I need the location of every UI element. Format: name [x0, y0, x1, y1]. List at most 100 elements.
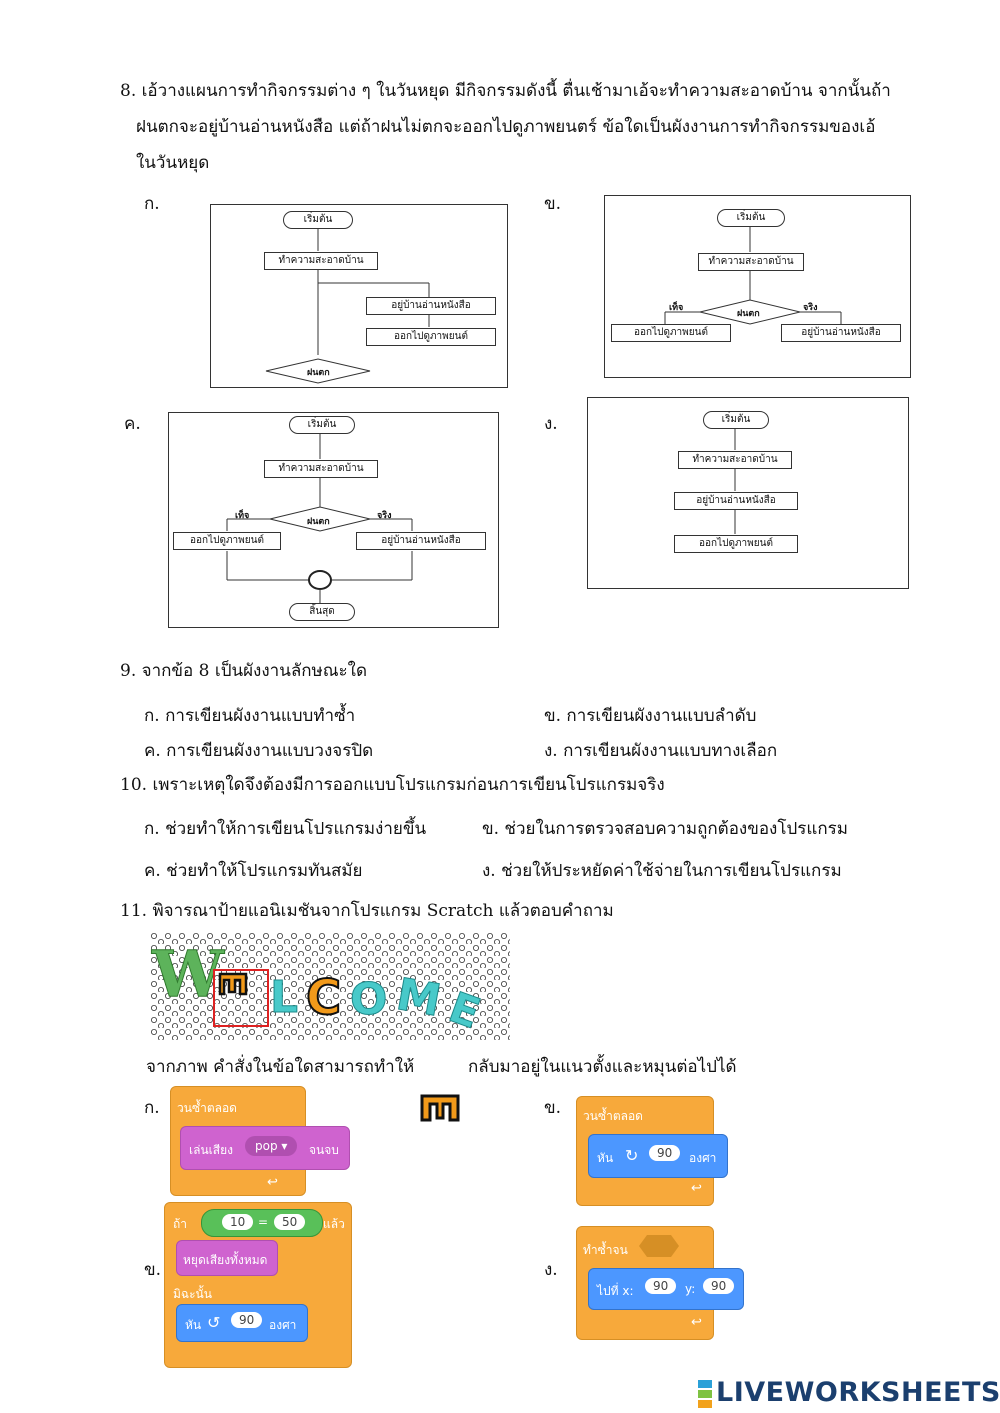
y-label: y: [685, 1282, 696, 1296]
go-to-xy-block[interactable]: ไปที่ x: 90 y: 90 [588, 1268, 744, 1310]
q8-label-c: ค. [124, 414, 141, 434]
q8-line1: 8. เอ้วางแผนการทำกิจกรรมต่าง ๆ ในวันหยุด… [120, 81, 891, 101]
fcb-true: จริง [803, 303, 818, 313]
footer-brand[interactable]: LIVEWORKSHEETS [716, 1377, 1000, 1408]
block-a-forever: วนซ้ำตลอด [177, 1101, 237, 1115]
flowchart-b-lines [664, 226, 842, 325]
liveworksheets-mark-icon [698, 1380, 712, 1408]
turn-right-block[interactable]: หัน ↻ 90 องศา [588, 1134, 728, 1178]
flowchart-d[interactable]: เริ่มต้น ทำความสะอาดบ้าน อยู่บ้านอ่านหนั… [587, 397, 909, 589]
q9-option-b[interactable]: ข. การเขียนผังงานแบบลำดับ [544, 706, 757, 726]
sprite-e-rotated [218, 972, 248, 996]
flowchart-a[interactable]: เริ่มต้น ทำความสะอาดบ้าน อยู่บ้านอ่านหนั… [210, 204, 508, 388]
fcb-rain: ฝนตก [737, 309, 760, 319]
loop-arrow-icon: ↩ [691, 1315, 702, 1330]
q10-option-c[interactable]: ค. ช่วยทำให้โปรแกรมทันสมัย [144, 861, 363, 881]
degrees-unit: องศา [269, 1318, 297, 1332]
fcb-read: อยู่บ้านอ่านหนังสือ [781, 324, 901, 342]
fcc-end: สิ้นสุด [289, 603, 355, 621]
fcc-clean: ทำความสะอาดบ้าน [264, 460, 378, 478]
turn-label: หัน [185, 1318, 202, 1332]
welcome-banner: W L C O M E [150, 932, 510, 1040]
degrees-unit: องศา [689, 1151, 717, 1165]
degrees-input[interactable]: 90 [231, 1312, 263, 1328]
q11-label-c: ข. [144, 1260, 162, 1280]
flowchart-b[interactable]: เริ่มต้น ทำความสะอาดบ้าน ฝนตก เท็จ จริง … [604, 195, 911, 378]
sprite-e-icon [420, 1094, 460, 1122]
q11-label-d: ง. [544, 1260, 558, 1280]
empty-condition-slot[interactable] [637, 1233, 681, 1259]
turn-left-block[interactable]: หัน ↺ 90 องศา [176, 1304, 308, 1342]
fca-movie: ออกไปดูภาพยนต์ [366, 328, 496, 346]
until-done-label: จนจบ [309, 1143, 339, 1157]
q8-line2: ฝนตกจะอยู่บ้านอ่านหนังสือ แต่ถ้าฝนไม่ตกจ… [136, 117, 876, 137]
q9-option-a[interactable]: ก. การเขียนผังงานแบบทำซ้ำ [144, 706, 356, 726]
flowchart-c[interactable]: เริ่มต้น ทำความสะอาดบ้าน ฝนตก เท็จ จริง … [168, 412, 499, 628]
scratch-block-c[interactable]: ถ้า 10 = 50 แล้ว มิฉะนั้น [164, 1202, 352, 1368]
fca-rain: ฝนตก [307, 368, 330, 378]
q9-question: 9. จากข้อ 8 เป็นผังงานลักษณะใด [120, 661, 367, 681]
fcc-rain: ฝนตก [307, 517, 330, 527]
sound-dropdown[interactable]: pop ▾ [245, 1136, 298, 1156]
q8-line3: ในวันหยุด [136, 153, 210, 173]
fcd-read: อยู่บ้านอ่านหนังสือ [674, 492, 798, 510]
q10-option-a[interactable]: ก. ช่วยทำให้การเขียนโปรแกรมง่ายขึ้น [144, 819, 427, 839]
svg-text:O: O [350, 974, 387, 1025]
fcb-clean: ทำความสะอาดบ้าน [698, 253, 804, 271]
go-to-label: ไปที่ x: [597, 1284, 634, 1298]
stop-all-sounds-block[interactable]: หยุดเสียงทั้งหมด [176, 1240, 278, 1276]
operand-b[interactable]: 50 [274, 1214, 306, 1230]
q11-question: 11. พิจารณาป้ายแอนิเมชันจากโปรแกรม Scrat… [120, 901, 614, 921]
fcc-true: จริง [377, 511, 392, 521]
play-sound-block[interactable]: เล่นเสียง pop ▾ จนจบ [180, 1126, 350, 1170]
svg-text:W: W [151, 937, 225, 1012]
dotted-background: W L C O M E [150, 932, 510, 1040]
block-b-forever: วนซ้ำตลอด [583, 1109, 643, 1123]
x-input[interactable]: 90 [645, 1278, 677, 1294]
q11-label-a: ก. [144, 1098, 160, 1118]
svg-text:C: C [306, 970, 341, 1026]
equals-operator[interactable]: 10 = 50 [201, 1209, 323, 1237]
repeat-until-label: ทำซ้ำจน [583, 1243, 628, 1257]
q10-option-d[interactable]: ง. ช่วยให้ประหยัดค่าใช้จ่ายในการเขียนโปร… [482, 861, 842, 881]
fcc-read: อยู่บ้านอ่านหนังสือ [356, 532, 486, 550]
fcd-clean: ทำความสะอาดบ้าน [678, 451, 792, 469]
q10-option-b[interactable]: ข. ช่วยในการตรวจสอบความถูกต้องของโปรแกรม [482, 819, 848, 839]
operand-a[interactable]: 10 [222, 1214, 254, 1230]
svg-text:L: L [270, 972, 298, 1023]
else-label: มิฉะนั้น [173, 1287, 212, 1301]
if-label: ถ้า [173, 1217, 188, 1231]
fcb-start: เริ่มต้น [717, 209, 785, 227]
degrees-input[interactable]: 90 [649, 1145, 681, 1161]
turn-label: หัน [597, 1151, 614, 1165]
fca-clean: ทำความสะอาดบ้าน [264, 252, 378, 270]
q9-option-c[interactable]: ค. การเขียนผังงานแบบวงจรปิด [144, 741, 374, 761]
flowchart-a-lines [265, 229, 430, 384]
fcc-movie: ออกไปดูภาพยนต์ [173, 532, 281, 550]
then-label: แล้ว [323, 1217, 345, 1231]
fca-read: อยู่บ้านอ่านหนังสือ [366, 297, 496, 315]
q11-prompt-a: จากภาพ คำสั่งในข้อใดสามารถทำให้ [146, 1057, 415, 1077]
chevron-down-icon: ▾ [281, 1139, 288, 1153]
q8-label-a: ก. [144, 194, 160, 214]
q9-option-d[interactable]: ง. การเขียนผังงานแบบทางเลือก [544, 741, 778, 761]
fcd-movie: ออกไปดูภาพยนต์ [674, 535, 798, 553]
rotate-left-icon: ↺ [207, 1313, 221, 1332]
fcb-movie: ออกไปดูภาพยนต์ [611, 324, 731, 342]
equals-sign: = [258, 1215, 269, 1229]
rotate-right-icon: ↻ [625, 1146, 639, 1165]
flowchart-d-lines [734, 428, 736, 534]
loop-arrow-icon: ↩ [267, 1175, 278, 1190]
q11-prompt-b: กลับมาอยู่ในแนวตั้งและหมุนต่อไปได้ [468, 1057, 737, 1077]
fcc-false: เท็จ [235, 511, 250, 521]
flowchart-c-lines [226, 433, 413, 603]
q10-question: 10. เพราะเหตุใดจึงต้องมีการออกแบบโปรแกรม… [120, 775, 665, 795]
fcc-start: เริ่มต้น [289, 416, 355, 434]
svg-text:M: M [393, 969, 445, 1027]
stop-sounds-label: หยุดเสียงทั้งหมด [183, 1253, 268, 1267]
fcb-false: เท็จ [669, 303, 684, 313]
q11-label-b: ข. [544, 1098, 562, 1118]
y-input[interactable]: 90 [703, 1278, 735, 1294]
q8-label-b: ข. [544, 194, 562, 214]
play-sound-label: เล่นเสียง [189, 1143, 233, 1157]
